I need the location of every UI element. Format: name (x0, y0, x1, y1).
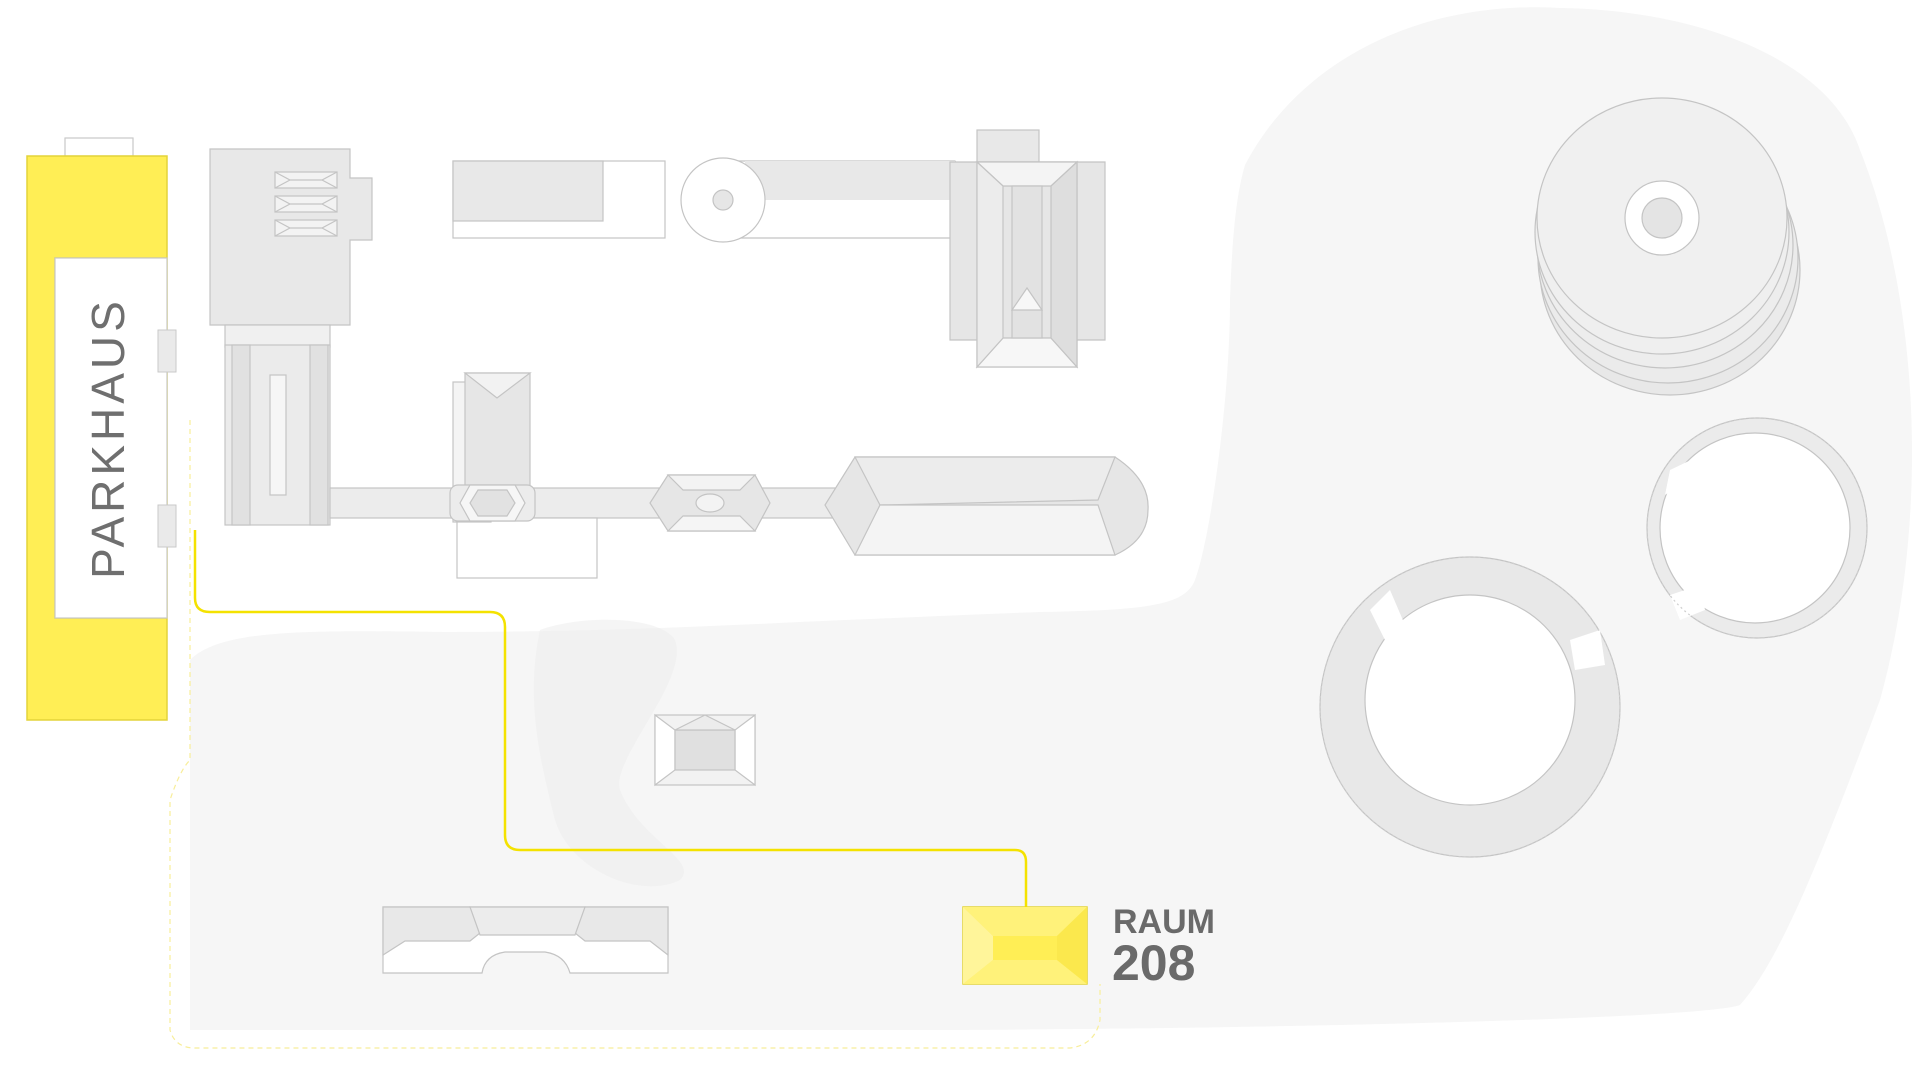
building-h[interactable] (654, 713, 756, 787)
route-path (193, 530, 1028, 907)
route-alt-path (169, 420, 1101, 1049)
parking-garage[interactable]: PARKHAUS (26, 137, 177, 721)
campus-lawn-patch (533, 619, 685, 887)
building-i[interactable] (382, 906, 669, 974)
destination-number: 208 (1112, 935, 1195, 991)
building-c[interactable] (680, 157, 976, 243)
building-d[interactable] (949, 129, 1106, 369)
building-a[interactable] (209, 148, 373, 526)
building-f[interactable] (649, 474, 771, 532)
building-b[interactable] (452, 160, 666, 239)
destination-label: RAUM (1113, 903, 1215, 941)
parking-garage-label: PARKHAUS (82, 297, 134, 579)
corridor (329, 487, 871, 519)
ring-building-small[interactable] (1646, 417, 1868, 639)
building-e[interactable] (449, 372, 598, 579)
rotunda-large[interactable] (1534, 97, 1801, 396)
ring-building-large[interactable] (1319, 556, 1621, 858)
building-g[interactable] (824, 456, 1149, 556)
destination-building[interactable]: RAUM 208 (962, 903, 1215, 991)
